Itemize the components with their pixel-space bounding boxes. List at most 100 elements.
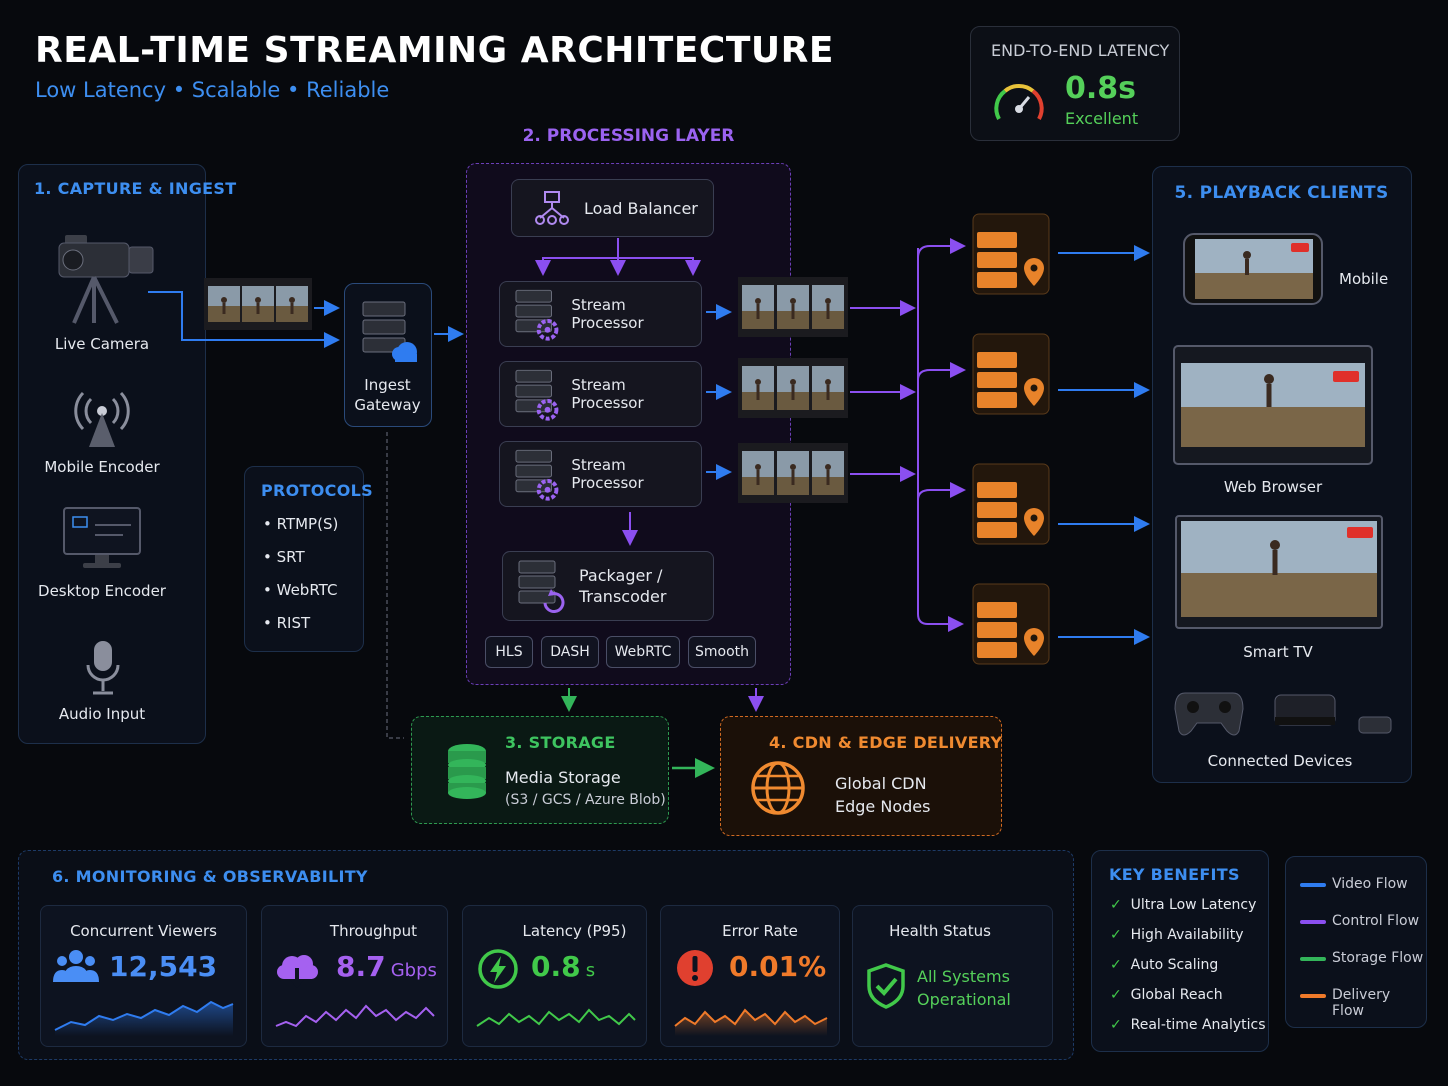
source-audio-input: Audio Input bbox=[58, 705, 146, 723]
monitoring-title: 6. MONITORING & OBSERVABILITY bbox=[52, 867, 368, 886]
sparkline-orange bbox=[674, 1008, 828, 1036]
cdn-line2: Edge Nodes bbox=[835, 797, 931, 816]
sparkline-purple bbox=[275, 1004, 435, 1028]
processing-title: 2. PROCESSING LAYER bbox=[522, 126, 735, 146]
benefit-item: ✓ Auto Scaling bbox=[1110, 957, 1219, 973]
metric-title: Health Status bbox=[889, 922, 991, 940]
subtitle-part: Reliable bbox=[306, 78, 390, 102]
legend-label: Storage Flow bbox=[1332, 950, 1424, 966]
protocols-title: PROTOCOLS bbox=[261, 481, 373, 500]
source-live-camera: Live Camera bbox=[54, 335, 150, 353]
server-gear-icon bbox=[515, 449, 559, 501]
alert-icon bbox=[677, 950, 713, 986]
streaming-stick-icon bbox=[1358, 716, 1392, 734]
page-subtitle: Low Latency • Scalable • Reliable bbox=[35, 78, 390, 102]
video-filmstrip bbox=[204, 278, 312, 330]
legend-swatch-video bbox=[1300, 883, 1326, 887]
globe-icon bbox=[751, 761, 805, 815]
format-chip-webrtc: WebRTC bbox=[606, 636, 680, 668]
legend-swatch-storage bbox=[1300, 957, 1326, 961]
ingest-line1: Ingest bbox=[364, 376, 411, 394]
legend-label: Control Flow bbox=[1332, 913, 1420, 929]
edge-node-icon bbox=[972, 463, 1050, 545]
check-icon: ✓ bbox=[1110, 1017, 1122, 1033]
video-filmstrip bbox=[738, 277, 848, 337]
protocol-item: • SRT bbox=[263, 548, 305, 566]
protocol-item: • RIST bbox=[263, 614, 311, 632]
client-connected-devices: Connected Devices bbox=[1207, 752, 1353, 770]
database-icon bbox=[448, 744, 486, 799]
cdn-panel: 4. CDN & EDGE DELIVERY Global CDN Edge N… bbox=[720, 716, 1002, 836]
metric-value: 0.01% bbox=[729, 950, 827, 983]
client-mobile: Mobile bbox=[1339, 270, 1389, 288]
subtitle-part: Low Latency bbox=[35, 78, 167, 102]
metric-card-concurrent-viewers: Concurrent Viewers 12,543 bbox=[40, 905, 247, 1047]
video-filmstrip bbox=[738, 358, 848, 418]
metric-card-latency-p95: Latency (P95) 0.8 s bbox=[462, 905, 647, 1047]
metric-value: 8.7 Gbps bbox=[336, 950, 437, 983]
gamepad-icon bbox=[1174, 692, 1244, 736]
health-line2: Operational bbox=[917, 990, 1011, 1009]
cdn-line1: Global CDN bbox=[835, 774, 927, 793]
benefit-item: ✓ Ultra Low Latency bbox=[1110, 897, 1257, 913]
packager-transcoder: Packager / Transcoder bbox=[502, 551, 714, 621]
server-gear-icon bbox=[515, 369, 559, 421]
users-icon bbox=[53, 950, 99, 982]
latency-label: END-TO-END LATENCY bbox=[991, 41, 1170, 60]
packager-line1: Packager / bbox=[579, 566, 663, 585]
legend-swatch-delivery bbox=[1300, 994, 1326, 998]
client-web-browser: Web Browser bbox=[1223, 478, 1323, 496]
format-chip-hls: HLS bbox=[485, 636, 533, 668]
microphone-icon bbox=[86, 641, 120, 695]
stream-processor: Stream Processor bbox=[499, 281, 702, 347]
load-balancer-label: Load Balancer bbox=[584, 198, 698, 218]
legend-label: Video Flow bbox=[1332, 876, 1408, 892]
storage-line1: Media Storage bbox=[505, 768, 621, 787]
web-browser-icon bbox=[1173, 345, 1373, 465]
source-desktop-encoder: Desktop Encoder bbox=[38, 582, 166, 600]
client-smart-tv: Smart TV bbox=[1243, 643, 1313, 661]
storage-title: 3. STORAGE bbox=[505, 733, 616, 752]
metric-card-throughput: Throughput 8.7 Gbps bbox=[261, 905, 448, 1047]
edge-node-icon bbox=[972, 333, 1050, 415]
network-nodes-icon bbox=[535, 191, 569, 225]
key-benefits-panel: KEY BENEFITS ✓ Ultra Low Latency ✓ High … bbox=[1091, 850, 1269, 1052]
video-camera-icon bbox=[58, 235, 154, 324]
metric-title: Error Rate bbox=[722, 922, 798, 940]
streaming-box-icon bbox=[1274, 694, 1336, 726]
capture-ingest-panel: 1. CAPTURE & INGEST Live Camera Mobile E… bbox=[18, 164, 236, 744]
stream-processor-label: Stream Processor bbox=[571, 296, 644, 332]
metric-card-health-status: Health Status All Systems Operational bbox=[852, 905, 1053, 1047]
server-cloud-icon bbox=[362, 301, 417, 362]
ingest-gateway: Ingest Gateway bbox=[344, 283, 432, 427]
stream-processor-label: Stream Processor bbox=[571, 376, 644, 412]
edge-node-icon bbox=[972, 583, 1050, 665]
storage-panel: 3. STORAGE Media Storage (S3 / GCS / Azu… bbox=[411, 716, 669, 824]
lightning-bolt-icon bbox=[478, 949, 518, 989]
storage-line2: (S3 / GCS / Azure Blob) bbox=[505, 792, 666, 808]
format-chip-smooth: Smooth bbox=[688, 636, 756, 668]
video-filmstrip bbox=[738, 443, 848, 503]
mobile-phone-icon bbox=[1183, 233, 1323, 305]
benefit-item: ✓ High Availability bbox=[1110, 927, 1244, 943]
packager-line2: Transcoder bbox=[579, 587, 667, 606]
desktop-monitor-icon bbox=[63, 507, 141, 568]
metric-title: Latency (P95) bbox=[522, 922, 627, 940]
benefit-item: ✓ Real-time Analytics bbox=[1110, 1017, 1266, 1033]
playback-title: 5. PLAYBACK CLIENTS bbox=[1174, 183, 1389, 203]
gauge-icon bbox=[994, 83, 1044, 120]
metric-title: Throughput bbox=[329, 922, 418, 940]
protocol-item: • WebRTC bbox=[263, 581, 338, 599]
stream-processor: Stream Processor bbox=[499, 361, 702, 427]
metric-value: 0.8 s bbox=[531, 950, 596, 983]
subtitle-part: Scalable bbox=[191, 78, 281, 102]
check-icon: ✓ bbox=[1110, 897, 1122, 913]
monitoring-panel: 6. MONITORING & OBSERVABILITY Concurrent… bbox=[18, 850, 1074, 1060]
broadcast-tower-icon bbox=[74, 391, 130, 447]
protocols-panel: PROTOCOLS • RTMP(S) • SRT • WebRTC • RIS… bbox=[244, 466, 373, 652]
legend-swatch-control bbox=[1300, 920, 1326, 924]
latency-status: Excellent bbox=[1065, 109, 1139, 128]
stream-processor-label: Stream Processor bbox=[571, 456, 644, 492]
ingest-line2: Gateway bbox=[354, 396, 421, 414]
